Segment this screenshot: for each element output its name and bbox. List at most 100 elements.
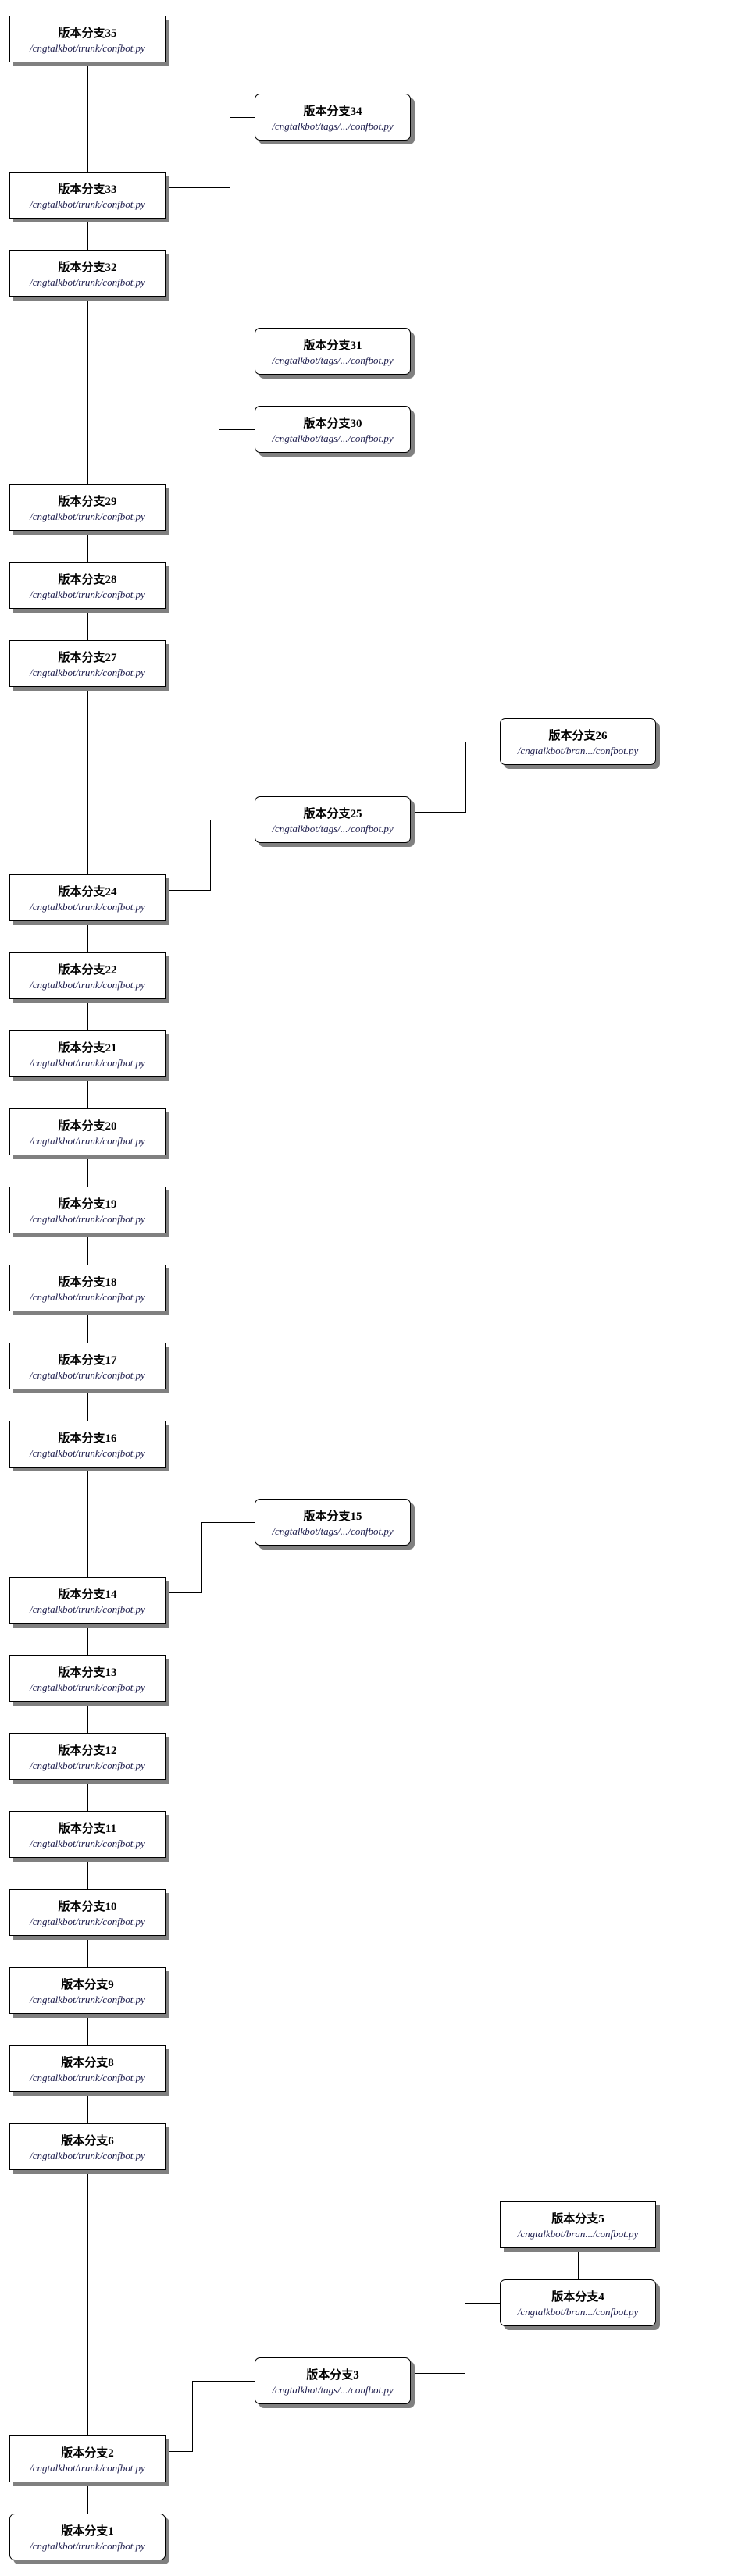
revision-path: /cngtalkbot/trunk/confbot.py (30, 901, 145, 913)
revision-node-14[interactable]: 版本分支14/cngtalkbot/trunk/confbot.py (9, 1577, 166, 1624)
revision-title: 版本分支19 (58, 1198, 117, 1211)
revision-title: 版本分支20 (58, 1120, 117, 1133)
revision-node-34[interactable]: 版本分支34/cngtalkbot/tags/.../confbot.py (255, 94, 411, 141)
revision-path: /cngtalkbot/trunk/confbot.py (30, 1759, 145, 1771)
connector-33-34 (166, 117, 255, 188)
revision-node-1[interactable]: 版本分支1/cngtalkbot/trunk/confbot.py (9, 2514, 166, 2560)
revision-path: /cngtalkbot/trunk/confbot.py (30, 1057, 145, 1069)
revision-path: /cngtalkbot/trunk/confbot.py (30, 1213, 145, 1225)
revision-node-5[interactable]: 版本分支5/cngtalkbot/bran.../confbot.py (500, 2201, 656, 2248)
revision-node-2[interactable]: 版本分支2/cngtalkbot/trunk/confbot.py (9, 2435, 166, 2482)
revision-path: /cngtalkbot/trunk/confbot.py (30, 2462, 145, 2474)
revision-path: /cngtalkbot/bran.../confbot.py (517, 2306, 639, 2318)
revision-path: /cngtalkbot/tags/.../confbot.py (272, 823, 394, 834)
revision-path: /cngtalkbot/tags/.../confbot.py (272, 432, 394, 444)
revision-title: 版本分支10 (58, 1901, 117, 1913)
revision-title: 版本分支33 (58, 183, 117, 196)
revision-path: /cngtalkbot/bran.../confbot.py (517, 745, 639, 756)
revision-title: 版本分支1 (61, 2525, 114, 2538)
revision-node-29[interactable]: 版本分支29/cngtalkbot/trunk/confbot.py (9, 484, 166, 531)
revision-node-11[interactable]: 版本分支11/cngtalkbot/trunk/confbot.py (9, 1811, 166, 1858)
revision-path: /cngtalkbot/trunk/confbot.py (30, 276, 145, 288)
connector-24-25 (166, 820, 255, 891)
revision-node-21[interactable]: 版本分支21/cngtalkbot/trunk/confbot.py (9, 1030, 166, 1077)
revision-title: 版本分支28 (58, 574, 117, 586)
revision-node-12[interactable]: 版本分支12/cngtalkbot/trunk/confbot.py (9, 1733, 166, 1780)
revision-path: /cngtalkbot/trunk/confbot.py (30, 979, 145, 991)
revision-title: 版本分支18 (58, 1276, 117, 1289)
revision-path: /cngtalkbot/trunk/confbot.py (30, 2150, 145, 2161)
revision-node-24[interactable]: 版本分支24/cngtalkbot/trunk/confbot.py (9, 874, 166, 921)
revision-title: 版本分支34 (303, 105, 362, 118)
revision-node-30[interactable]: 版本分支30/cngtalkbot/tags/.../confbot.py (255, 406, 411, 453)
revision-path: /cngtalkbot/trunk/confbot.py (30, 667, 145, 678)
revision-title: 版本分支35 (58, 27, 117, 40)
revision-node-28[interactable]: 版本分支28/cngtalkbot/trunk/confbot.py (9, 562, 166, 609)
revision-node-18[interactable]: 版本分支18/cngtalkbot/trunk/confbot.py (9, 1265, 166, 1311)
revision-title: 版本分支11 (58, 1823, 117, 1835)
revision-node-8[interactable]: 版本分支8/cngtalkbot/trunk/confbot.py (9, 2045, 166, 2092)
revision-path: /cngtalkbot/tags/.../confbot.py (272, 120, 394, 132)
revision-path: /cngtalkbot/trunk/confbot.py (30, 42, 145, 54)
revision-node-13[interactable]: 版本分支13/cngtalkbot/trunk/confbot.py (9, 1655, 166, 1702)
revision-title: 版本分支2 (61, 2447, 114, 2460)
revision-title: 版本分支16 (58, 1432, 117, 1445)
revision-title: 版本分支24 (58, 886, 117, 898)
connector-29-30 (166, 429, 255, 500)
revision-path: /cngtalkbot/tags/.../confbot.py (272, 1525, 394, 1537)
revision-path: /cngtalkbot/tags/.../confbot.py (272, 354, 394, 366)
revision-node-15[interactable]: 版本分支15/cngtalkbot/tags/.../confbot.py (255, 1499, 411, 1546)
revision-node-27[interactable]: 版本分支27/cngtalkbot/trunk/confbot.py (9, 640, 166, 687)
revision-title: 版本分支9 (61, 1979, 114, 1991)
revision-node-25[interactable]: 版本分支25/cngtalkbot/tags/.../confbot.py (255, 796, 411, 843)
revision-title: 版本分支21 (58, 1042, 117, 1055)
revision-node-32[interactable]: 版本分支32/cngtalkbot/trunk/confbot.py (9, 250, 166, 297)
revision-path: /cngtalkbot/trunk/confbot.py (30, 1994, 145, 2005)
revision-node-31[interactable]: 版本分支31/cngtalkbot/tags/.../confbot.py (255, 328, 411, 375)
revision-path: /cngtalkbot/trunk/confbot.py (30, 1681, 145, 1693)
connector-3-4 (411, 2303, 500, 2374)
revision-node-26[interactable]: 版本分支26/cngtalkbot/bran.../confbot.py (500, 718, 656, 765)
revision-path: /cngtalkbot/trunk/confbot.py (30, 2540, 145, 2552)
revision-title: 版本分支25 (303, 808, 362, 820)
revision-path: /cngtalkbot/tags/.../confbot.py (272, 2384, 394, 2396)
revision-path: /cngtalkbot/trunk/confbot.py (30, 1916, 145, 1927)
revision-title: 版本分支4 (551, 2291, 604, 2304)
revision-title: 版本分支31 (303, 340, 362, 352)
revision-title: 版本分支6 (61, 2135, 114, 2147)
connector-2-3 (166, 2381, 255, 2452)
revision-title: 版本分支27 (58, 652, 117, 664)
revision-node-6[interactable]: 版本分支6/cngtalkbot/trunk/confbot.py (9, 2123, 166, 2170)
revision-title: 版本分支29 (58, 496, 117, 508)
revision-node-3[interactable]: 版本分支3/cngtalkbot/tags/.../confbot.py (255, 2357, 411, 2404)
revision-title: 版本分支17 (58, 1354, 117, 1367)
revision-title: 版本分支8 (61, 2057, 114, 2069)
revision-node-19[interactable]: 版本分支19/cngtalkbot/trunk/confbot.py (9, 1187, 166, 1233)
revision-title: 版本分支14 (58, 1589, 117, 1601)
revision-title: 版本分支5 (551, 2213, 604, 2226)
revision-title: 版本分支15 (303, 1510, 362, 1523)
revision-path: /cngtalkbot/trunk/confbot.py (30, 511, 145, 522)
revision-node-9[interactable]: 版本分支9/cngtalkbot/trunk/confbot.py (9, 1967, 166, 2014)
revision-title: 版本分支13 (58, 1667, 117, 1679)
revision-node-17[interactable]: 版本分支17/cngtalkbot/trunk/confbot.py (9, 1343, 166, 1389)
revision-title: 版本分支32 (58, 262, 117, 274)
revision-path: /cngtalkbot/trunk/confbot.py (30, 1291, 145, 1303)
revision-node-22[interactable]: 版本分支22/cngtalkbot/trunk/confbot.py (9, 952, 166, 999)
revision-node-35[interactable]: 版本分支35/cngtalkbot/trunk/confbot.py (9, 16, 166, 62)
revision-title: 版本分支22 (58, 964, 117, 977)
revision-node-16[interactable]: 版本分支16/cngtalkbot/trunk/confbot.py (9, 1421, 166, 1468)
revision-path: /cngtalkbot/trunk/confbot.py (30, 1603, 145, 1615)
revision-path: /cngtalkbot/trunk/confbot.py (30, 1838, 145, 1849)
connector-14-15 (166, 1522, 255, 1593)
revision-node-10[interactable]: 版本分支10/cngtalkbot/trunk/confbot.py (9, 1889, 166, 1936)
revision-path: /cngtalkbot/trunk/confbot.py (30, 1369, 145, 1381)
revision-node-4[interactable]: 版本分支4/cngtalkbot/bran.../confbot.py (500, 2279, 656, 2326)
revision-node-20[interactable]: 版本分支20/cngtalkbot/trunk/confbot.py (9, 1108, 166, 1155)
revision-path: /cngtalkbot/trunk/confbot.py (30, 2072, 145, 2083)
revision-path: /cngtalkbot/bran.../confbot.py (517, 2228, 639, 2240)
revision-node-33[interactable]: 版本分支33/cngtalkbot/trunk/confbot.py (9, 172, 166, 219)
revision-path: /cngtalkbot/trunk/confbot.py (30, 198, 145, 210)
revision-path: /cngtalkbot/trunk/confbot.py (30, 589, 145, 600)
